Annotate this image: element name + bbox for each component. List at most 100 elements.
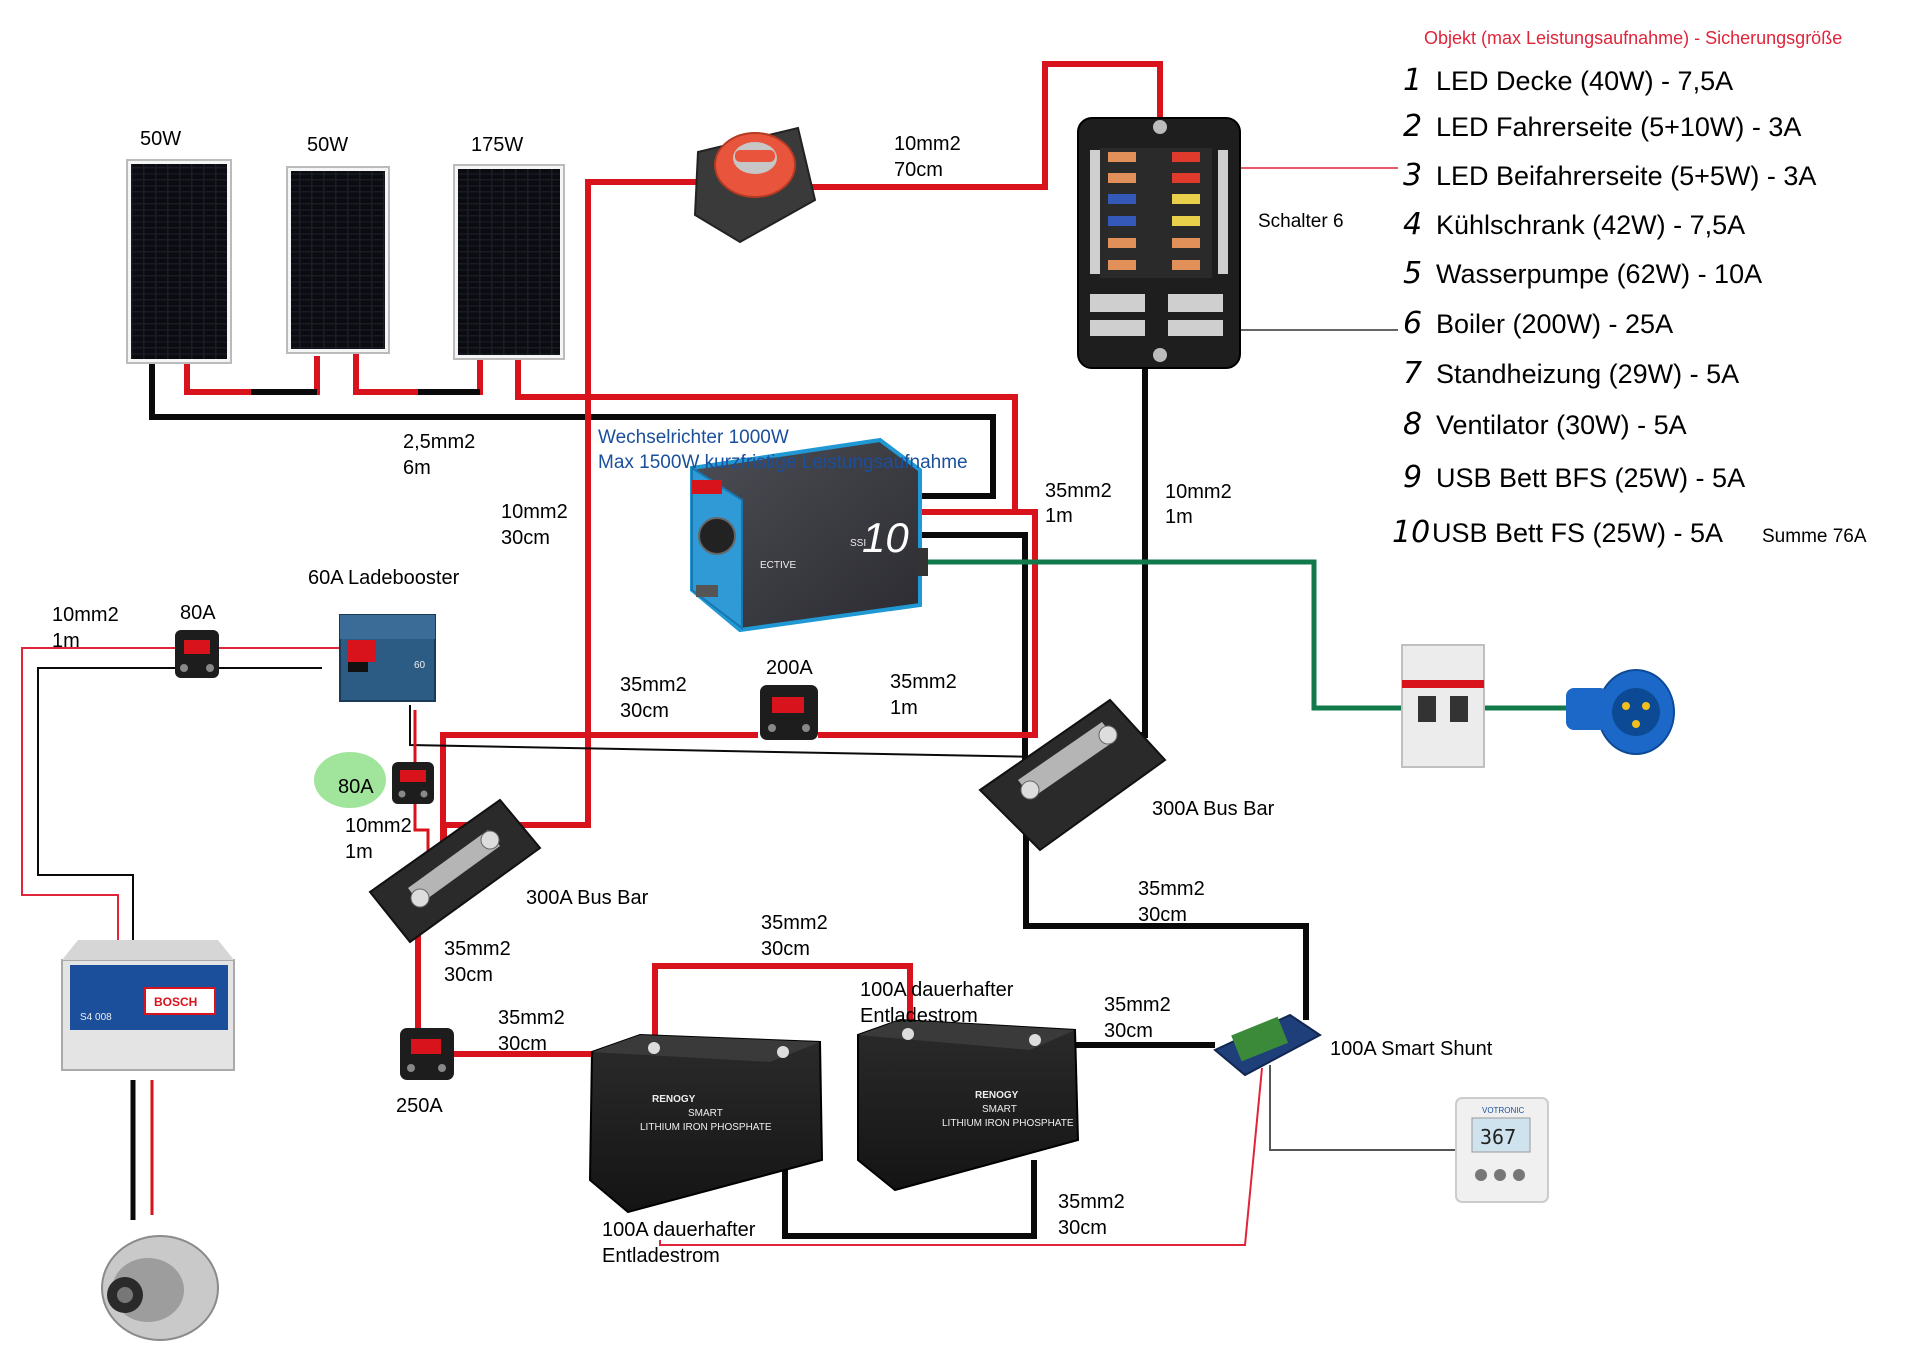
legend-num-8: 8 xyxy=(1403,407,1422,442)
legend-num-10: 10 xyxy=(1392,515,1430,550)
legend-num-7: 7 xyxy=(1403,356,1422,391)
solar-bus-cable-len: 30cm xyxy=(501,527,550,549)
lithium-battery-2: RENOGY SMART LITHIUM IRON PHOSPHATE xyxy=(857,1018,1080,1192)
legend-text-4: Kühlschrank (42W) - 7,5A xyxy=(1436,210,1745,240)
inverter-model-prefix: SSI xyxy=(850,538,866,549)
fusebox-cable-size: 10mm2 xyxy=(1165,481,1232,503)
switch-cable-size: 10mm2 xyxy=(894,133,961,155)
legend-header: Objekt (max Leistungsaufnahme) - Sicheru… xyxy=(1424,28,1842,48)
battery1-line1: SMART xyxy=(688,1108,723,1119)
legend-num-2: 2 xyxy=(1403,109,1422,144)
fuse250-battery-size: 35mm2 xyxy=(498,1007,565,1029)
busright-shunt-len: 30cm xyxy=(1138,904,1187,926)
busleft-fuse250-size: 35mm2 xyxy=(444,938,511,960)
legend-item-2: 2 LED Fahrerseite (5+10W) - 3A xyxy=(1403,109,1801,144)
fusebox-cable-len: 1m xyxy=(1165,506,1193,528)
busleft-fuse200-size: 35mm2 xyxy=(620,674,687,696)
battery-link-bottom-size: 35mm2 xyxy=(1058,1191,1125,1213)
monitor-brand: VOTRONIC xyxy=(1482,1106,1524,1115)
wire-shunt-monitor xyxy=(1269,1065,1460,1151)
battery2-spec-l1: 100A dauerhafter xyxy=(860,979,1014,1001)
busbar-right-label: 300A Bus Bar xyxy=(1152,798,1275,820)
wire-inverter-negative xyxy=(920,532,1028,760)
lithium-battery-1: RENOGY SMART LITHIUM IRON PHOSPHATE xyxy=(588,1033,824,1214)
legend-text-9: USB Bett BFS (25W) - 5A xyxy=(1436,463,1745,493)
fuse-250a-label: 250A xyxy=(396,1095,443,1117)
solar-panel-2 xyxy=(286,166,390,354)
fuse200-inverter-len: 1m xyxy=(890,697,918,719)
fuse-200a-label: 200A xyxy=(766,657,813,679)
battery1-brand: RENOGY xyxy=(652,1094,696,1105)
legend-text-8: Ventilator (30W) - 5A xyxy=(1436,410,1687,440)
fuse-80a-highlight xyxy=(314,752,386,808)
wires xyxy=(21,61,1568,1246)
legend-num-5: 5 xyxy=(1403,256,1422,291)
starter-cable-size: 10mm2 xyxy=(52,604,119,626)
fuse200-inverter-size: 35mm2 xyxy=(890,671,957,693)
legend-text-2: LED Fahrerseite (5+10W) - 3A xyxy=(1436,112,1801,142)
wire-80a-busbar xyxy=(413,795,430,868)
legend-num-3: 3 xyxy=(1403,158,1422,193)
busright-shunt-size: 35mm2 xyxy=(1138,878,1205,900)
legend-item-10: 10 USB Bett FS (25W) - 5A xyxy=(1392,515,1723,550)
charge-booster: 60 xyxy=(339,614,436,702)
busleft-fuse200-len: 30cm xyxy=(620,700,669,722)
battery-shunt-len: 30cm xyxy=(1104,1020,1153,1042)
solar-panels xyxy=(126,159,565,364)
panel-1-label: 50W xyxy=(140,128,181,150)
shunt-label: 100A Smart Shunt xyxy=(1330,1038,1493,1060)
legend-text-7: Standheizung (29W) - 5A xyxy=(1436,359,1739,389)
legend-item-4: 4 Kühlschrank (42W) - 7,5A xyxy=(1403,207,1745,242)
wire-inverter-positive xyxy=(818,509,1038,738)
solar-panel-1 xyxy=(126,159,232,364)
legend-sum: Summe 76A xyxy=(1762,526,1867,547)
legend-text-1: LED Decke (40W) - 7,5A xyxy=(1436,66,1733,96)
fuse-250a[interactable] xyxy=(400,1028,454,1080)
monitor-value: 367 xyxy=(1480,1125,1516,1149)
battery-link-top-len: 30cm xyxy=(761,938,810,960)
battery2-brand: RENOGY xyxy=(975,1090,1019,1101)
battery1-spec-l1: 100A dauerhafter xyxy=(602,1219,756,1241)
inverter-model: 10 xyxy=(862,514,909,561)
battery1-spec-l2: Entladestrom xyxy=(602,1245,720,1267)
busbar-right xyxy=(978,698,1167,852)
fuse250-battery-len: 30cm xyxy=(498,1033,547,1055)
busbar-left-label: 300A Bus Bar xyxy=(526,887,649,909)
inverter-subtitle: Max 1500W kurzfristige Leistungsaufnahme xyxy=(598,452,968,473)
legend-item-8: 8 Ventilator (30W) - 5A xyxy=(1403,407,1687,442)
wire-battery-link-top xyxy=(652,963,913,1050)
battery2-line2: LITHIUM IRON PHOSPHATE xyxy=(942,1118,1074,1129)
fuse-200a[interactable] xyxy=(760,685,818,740)
wire-fusebox-negative xyxy=(1105,365,1148,738)
fuse-80a-bottom-label: 80A xyxy=(338,776,374,798)
booster-model: 60 xyxy=(414,660,426,671)
wire-busbar-shunt xyxy=(1023,800,1309,1020)
legend-text-3: LED Beifahrerseite (5+5W) - 3A xyxy=(1436,161,1816,191)
inverter-cable-size: 35mm2 xyxy=(1045,480,1112,502)
busleft-fuse250-len: 30cm xyxy=(444,964,493,986)
legend-item-7: 7 Standheizung (29W) - 5A xyxy=(1403,356,1739,391)
wire-starter-neg xyxy=(37,667,322,955)
legend-num-1: 1 xyxy=(1403,63,1422,98)
fuse-80a-top[interactable] xyxy=(175,630,219,678)
legend-item-6: 6 Boiler (200W) - 25A xyxy=(1403,306,1673,341)
wire-fuse200-busbar xyxy=(440,732,758,870)
battery-switch[interactable] xyxy=(693,126,817,244)
fuse-80a-bottom[interactable] xyxy=(392,762,434,804)
inverter-title: Wechselrichter 1000W xyxy=(598,427,789,448)
inverter: ECTIVE SSI 10 xyxy=(690,437,928,633)
booster-label: 60A Ladebooster xyxy=(308,567,460,589)
ac-breaker[interactable] xyxy=(1401,644,1485,768)
wire-switch-fusebox xyxy=(805,61,1163,190)
battery1-line2: LITHIUM IRON PHOSPHATE xyxy=(640,1122,772,1133)
fuse-box: Schalter 6 xyxy=(1077,117,1344,369)
battery2-spec-l2: Entladestrom xyxy=(860,1005,978,1027)
wire-starter-pos xyxy=(21,647,343,955)
cee-plug xyxy=(1566,669,1675,755)
legend-num-9: 9 xyxy=(1403,460,1422,495)
alternator xyxy=(101,1235,219,1341)
panel-2-label: 50W xyxy=(307,134,348,156)
smart-shunt xyxy=(1213,1013,1322,1077)
